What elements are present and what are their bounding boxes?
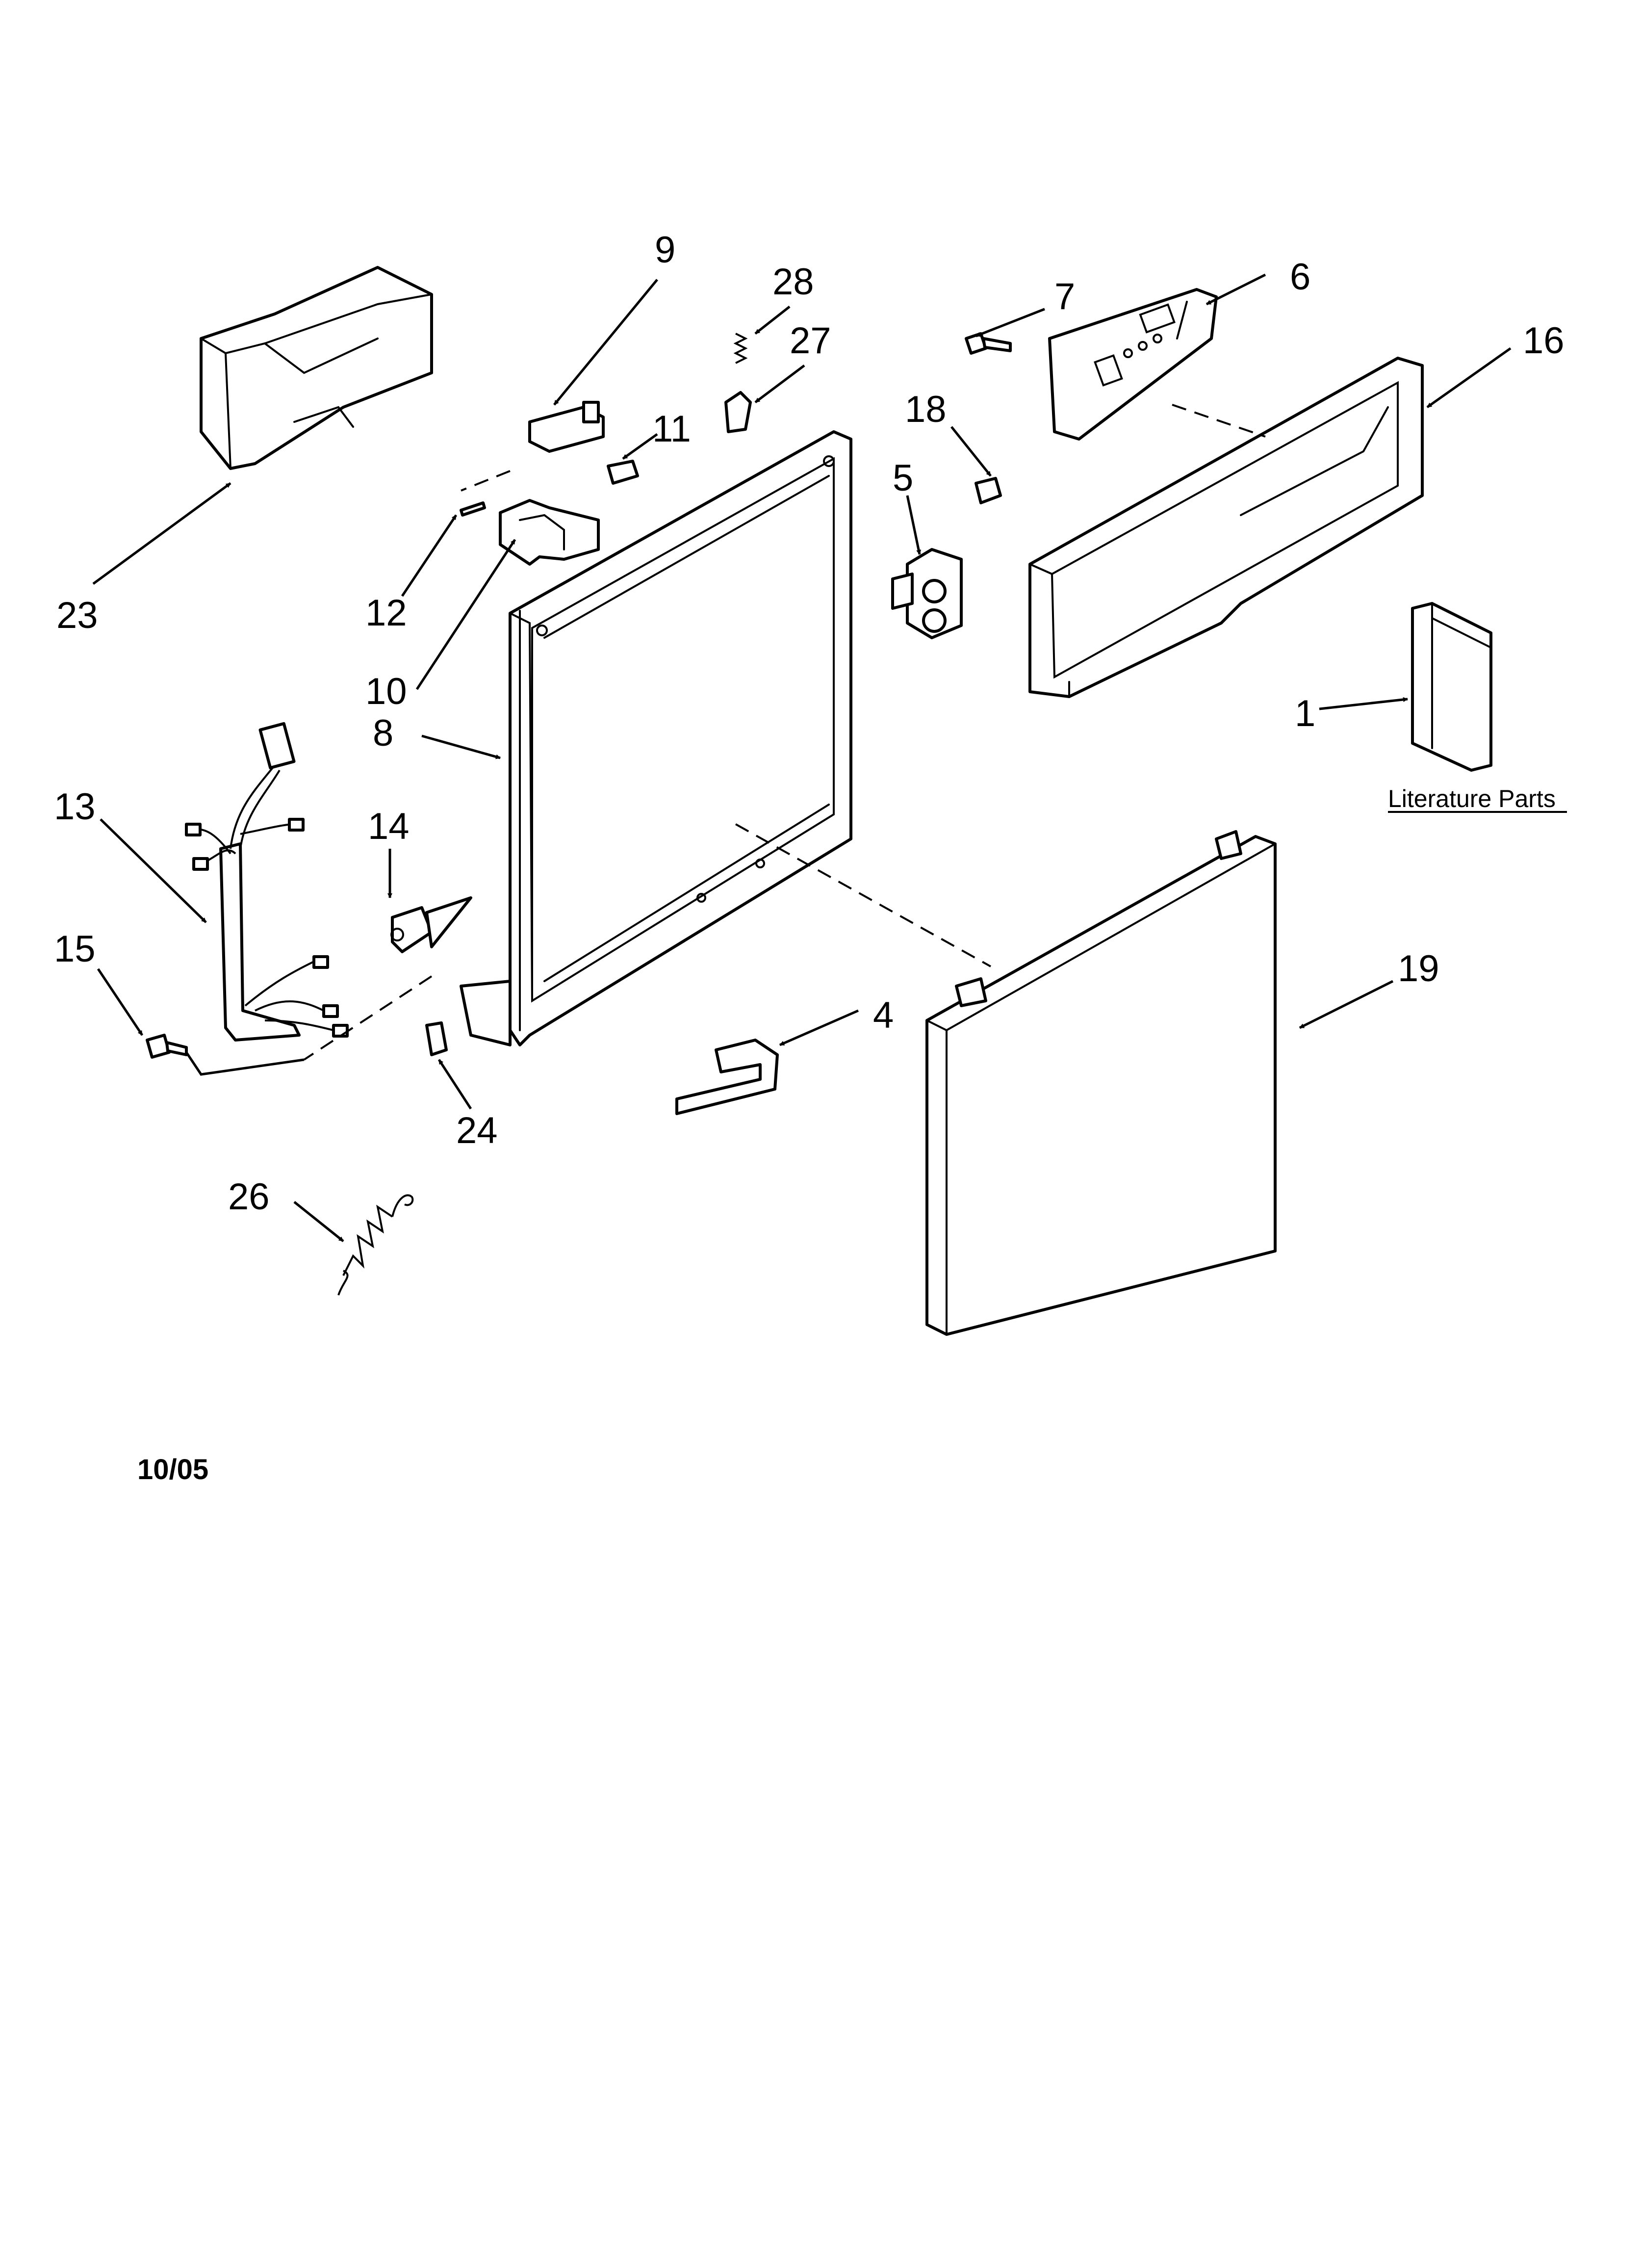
callout-6: 6 — [1290, 256, 1310, 298]
callout-15: 15 — [54, 928, 96, 970]
part-10-latch-housing — [499, 499, 600, 566]
callout-18: 18 — [905, 389, 947, 430]
callout-24: 24 — [456, 1110, 498, 1151]
callout-7: 7 — [1054, 276, 1075, 317]
part-6-control-panel — [1048, 288, 1218, 441]
part-16-console — [1028, 357, 1424, 698]
callout-5: 5 — [893, 457, 913, 499]
part-11-switch — [607, 460, 639, 485]
part-23-duct-cover — [200, 266, 433, 470]
part-5-selector-switch — [891, 548, 963, 639]
part-12-strip — [460, 501, 486, 517]
part-13-wire-harness — [185, 722, 349, 1042]
part-26-spring — [337, 1194, 414, 1296]
callout-9: 9 — [655, 229, 675, 271]
date-code: 10/05 — [137, 1454, 208, 1486]
callout-23: 23 — [56, 595, 98, 636]
callout-19: 19 — [1398, 948, 1439, 990]
callout-27: 27 — [790, 320, 831, 362]
part-7-screw — [965, 332, 1012, 355]
part-27-clip — [724, 391, 752, 433]
part-28-spring — [733, 333, 748, 364]
part-24-clip — [425, 1021, 448, 1056]
callout-4: 4 — [873, 994, 894, 1036]
callout-11: 11 — [652, 408, 691, 450]
part-9-latch — [528, 401, 605, 453]
callout-1: 1 — [1295, 693, 1315, 734]
callout-10: 10 — [365, 671, 407, 712]
callout-16: 16 — [1523, 320, 1565, 362]
callout-8: 8 — [373, 712, 393, 754]
callout-13: 13 — [54, 786, 96, 828]
part-14-sensor — [390, 896, 472, 953]
callout-26: 26 — [228, 1176, 270, 1218]
part-18-connector — [975, 477, 1002, 504]
part-4-handle — [675, 1039, 779, 1115]
part-1-literature — [1411, 602, 1492, 772]
literature-parts-label: Literature Parts — [1388, 785, 1556, 812]
callout-12: 12 — [365, 592, 407, 634]
part-8-door-frame — [460, 430, 852, 1046]
callout-28: 28 — [772, 261, 814, 303]
callout-14: 14 — [368, 806, 410, 847]
part-19-door-panel — [925, 830, 1277, 1336]
part-15-screw — [146, 1034, 188, 1059]
